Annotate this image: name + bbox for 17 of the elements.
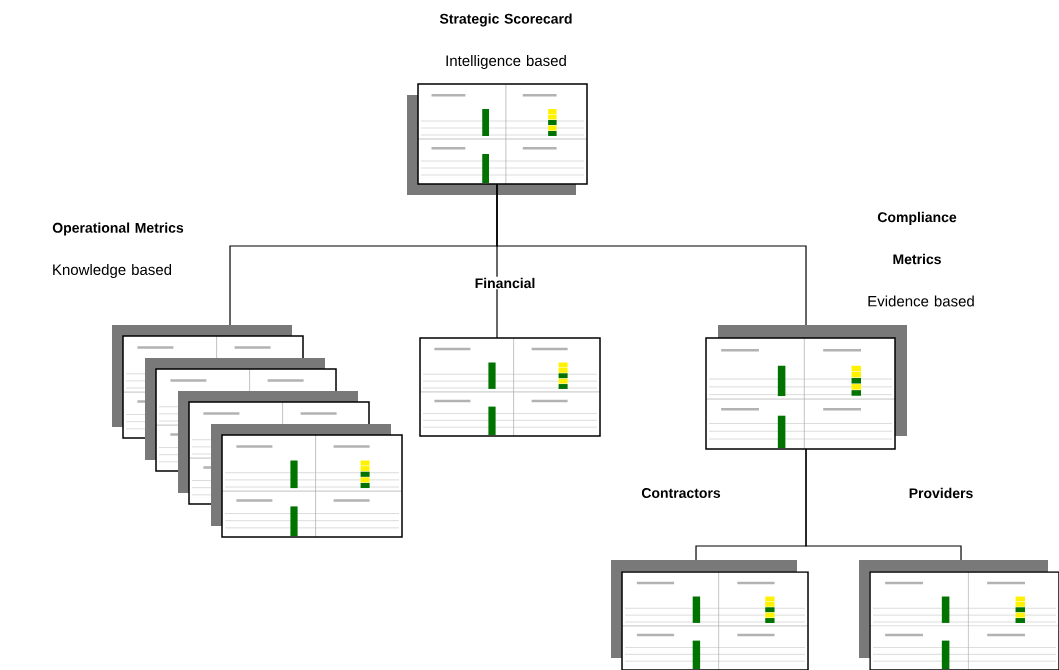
scorecard-drawing bbox=[611, 560, 809, 670]
scorecard-drawing bbox=[407, 83, 588, 195]
subtitle-text: Evidence based bbox=[868, 295, 974, 307]
heading-text: Compliance Metrics bbox=[877, 211, 957, 265]
subtitle-text: Intelligence based bbox=[446, 55, 566, 69]
heading-text: Providers bbox=[909, 487, 973, 499]
heading-text: Strategic Scorecard bbox=[439, 13, 572, 27]
scorecard-drawing bbox=[112, 325, 403, 538]
scorecard-drawing bbox=[419, 337, 601, 437]
subtitle-text: Knowledge based bbox=[53, 264, 172, 278]
scorecard-drawing bbox=[705, 325, 907, 450]
scorecard-drawing bbox=[859, 560, 1059, 670]
connector-line bbox=[805, 448, 962, 561]
heading-text: Contractors bbox=[641, 488, 721, 498]
heading-text: Financial bbox=[475, 277, 535, 289]
heading-text: Operational Metrics bbox=[52, 222, 184, 236]
connector-line bbox=[496, 183, 807, 326]
